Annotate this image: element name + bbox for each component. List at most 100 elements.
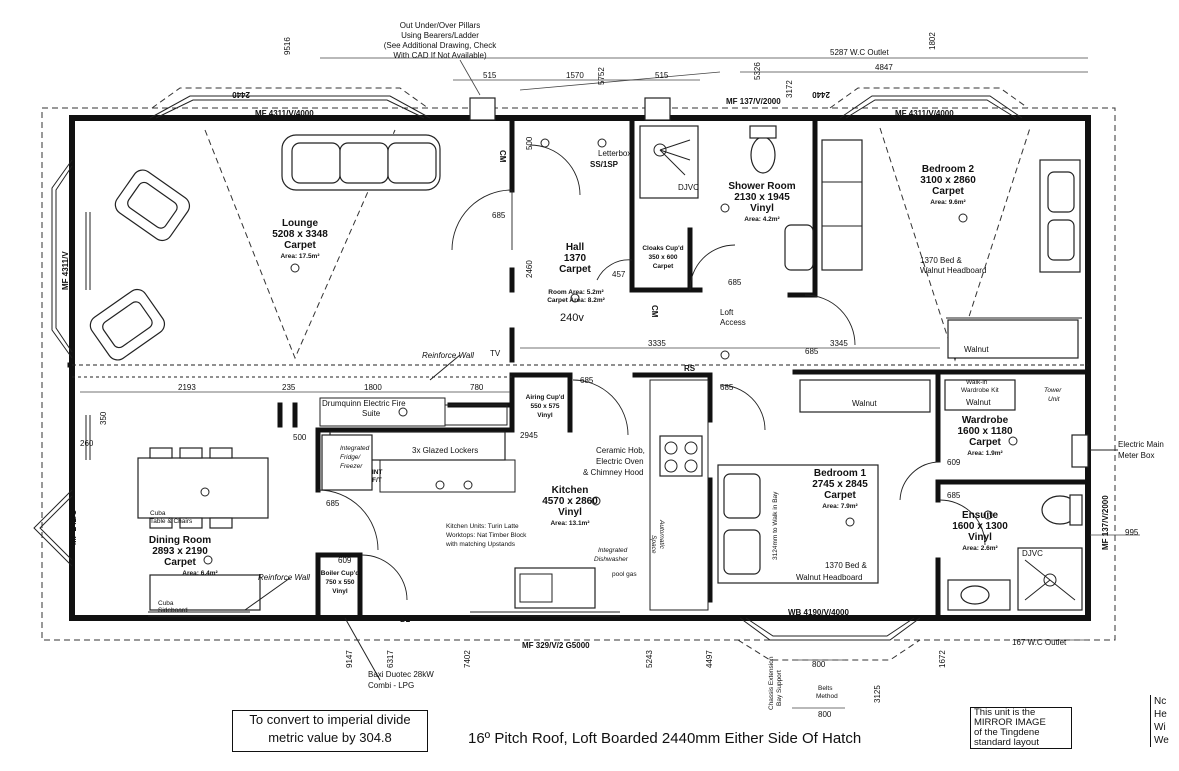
- shower-tray: [639, 125, 699, 199]
- dim-800-b: 800: [818, 710, 832, 719]
- ensuite-floor: Vinyl: [968, 532, 992, 543]
- lounge-size: 5208 x 3348: [272, 229, 328, 240]
- dim-5752: 5752: [597, 67, 606, 85]
- dim-685-shower: 685: [728, 278, 742, 287]
- mirror-note-line-4: standard layout: [974, 737, 1039, 748]
- dim-3335: 3335: [648, 339, 666, 348]
- ss1sp-label: SS/1SP: [590, 160, 619, 169]
- hall-name: Hall: [566, 242, 585, 253]
- bed1-pillow-2: [723, 529, 761, 575]
- window-mirror-code-left: 2440: [232, 90, 250, 99]
- ensuite-shower-head: [1024, 559, 1076, 601]
- edge-note-line-2: He: [1154, 709, 1167, 720]
- bed2-pillow-2: [1047, 219, 1075, 261]
- hall-carpet-area: Carpet Area: 8.2m²: [547, 297, 605, 304]
- pillars-note-4: With CAD If Not Available): [393, 51, 487, 60]
- dining-floor: Carpet: [164, 557, 196, 568]
- shower-head: [653, 139, 691, 176]
- fridge-label-3: Freezer: [340, 463, 363, 470]
- pillars-note-3: (See Additional Drawing, Check: [384, 41, 498, 50]
- rs-label-1: RS: [684, 364, 696, 373]
- bay-window-dining-left: [33, 489, 73, 567]
- dim-235: 235: [282, 383, 296, 392]
- dim-167: 167 W.C Outlet: [1012, 638, 1067, 647]
- volt-label: 240v: [560, 312, 584, 324]
- fridge-label-1: Integrated: [340, 445, 370, 452]
- bed2-area: Area: 9.6m²: [930, 199, 966, 206]
- lounge-floor: Carpet: [284, 240, 316, 251]
- tower-label-2: Unit: [1048, 396, 1061, 403]
- conversion-note-line-1: To convert to imperial divide: [249, 712, 411, 727]
- dim-4847: 4847: [875, 63, 893, 72]
- cuba-sideboard-label-1: Cuba: [158, 600, 174, 607]
- djvc-label-shower: DJVC: [678, 183, 699, 192]
- conversion-note-line-2: metric value by 304.8: [268, 730, 392, 745]
- dim-457: 457: [612, 270, 626, 279]
- bed1-size: 2745 x 2845: [812, 479, 868, 490]
- bed1-floor: Carpet: [824, 490, 856, 501]
- window-mirror-code-right: 2440: [812, 90, 830, 99]
- window-code-top-right: MF 4311/V/4000: [895, 109, 954, 118]
- edge-note-line-4: We: [1154, 735, 1169, 746]
- hall-floor: Carpet: [559, 264, 591, 275]
- bed1-bed-note-1: 1370 Bed &: [825, 561, 867, 570]
- ensuite-shower: [1017, 547, 1083, 611]
- lounge-armchair-1: [114, 169, 191, 242]
- bed2-pillow-1: [1047, 171, 1075, 213]
- fridge-freezer: [321, 434, 373, 491]
- units-label-1: Kitchen Units: Turin Latte: [446, 523, 519, 530]
- walnut-label-bed2: Walnut: [964, 345, 989, 354]
- window-code-left-upper: MF 4311/V: [61, 251, 70, 290]
- sink-bowl: [519, 573, 553, 603]
- lounge-area: Area: 17.5m²: [280, 253, 320, 260]
- fire-label-1: Drumquinn Electric Fire: [322, 399, 406, 408]
- wardrobe-size: 1600 x 1180: [957, 426, 1012, 437]
- shower-area: Area: 4.2m²: [744, 216, 780, 223]
- dim-3125: 3125: [873, 685, 882, 703]
- ensuite-cistern: [1069, 494, 1083, 526]
- dim-515-a: 515: [483, 71, 497, 80]
- dim-609-wardrobe: 609: [947, 458, 961, 467]
- dishwasher-label-2: Dishwasher: [594, 556, 629, 563]
- dim-9147: 9147: [345, 650, 354, 668]
- shower-size: 2130 x 1945: [734, 192, 790, 203]
- dim-800-a: 800: [812, 660, 826, 669]
- loft-label-2: Access: [720, 318, 746, 327]
- dim-685-airing: 685: [580, 376, 594, 385]
- meter-label-1: Electric Main: [1118, 440, 1164, 449]
- dim-2193: 2193: [178, 383, 196, 392]
- dining-size: 2893 x 2190: [152, 546, 208, 557]
- boiler-floor: Vinyl: [332, 588, 348, 595]
- mirror-note-line-2: MIRROR IMAGE: [974, 717, 1046, 728]
- walnut-label-bed1: Walnut: [852, 399, 877, 408]
- ensuite-basin: [960, 585, 990, 605]
- tv-label: TV: [490, 349, 501, 358]
- hob-label-1: Ceramic Hob,: [596, 446, 645, 455]
- dim-685-bed1: 685: [720, 383, 734, 392]
- dim-4497: 4497: [705, 650, 714, 668]
- bed2-size: 3100 x 2860: [920, 175, 976, 186]
- shower-basin: [784, 224, 814, 271]
- kitchen-worktop-top: [379, 459, 516, 493]
- dim-515-b: 515: [655, 71, 669, 80]
- bed2-light-outline: [879, 127, 1031, 362]
- baxi-label-1: Baxi Duotec 28kW: [368, 670, 434, 679]
- airing-name: Airing Cup'd: [526, 394, 565, 401]
- fire-label-2: Suite: [362, 409, 381, 418]
- dim-260: 260: [80, 439, 94, 448]
- wardrobe-walnut-unit: [944, 379, 1016, 411]
- cloaks-floor: Carpet: [653, 263, 674, 270]
- dim-685-hall: 685: [492, 211, 506, 220]
- airing-size: 550 x 575: [531, 403, 560, 410]
- bed2-floor: Carpet: [932, 186, 964, 197]
- bay-window-bed2-top: [839, 95, 1023, 119]
- chassis-outline: [41, 107, 1116, 641]
- cm-label-cloaks: CM: [650, 305, 659, 318]
- d2-label: D2: [400, 615, 411, 624]
- bed1-pillow-1: [723, 473, 761, 519]
- dim-685-ensuite: 685: [947, 491, 961, 500]
- fridge-label-2: Fridge/: [340, 454, 361, 461]
- kitchen-hob: [659, 435, 703, 477]
- units-label-3: with matching Upstands: [445, 541, 516, 548]
- bed1-area: Area: 7.9m²: [822, 503, 858, 510]
